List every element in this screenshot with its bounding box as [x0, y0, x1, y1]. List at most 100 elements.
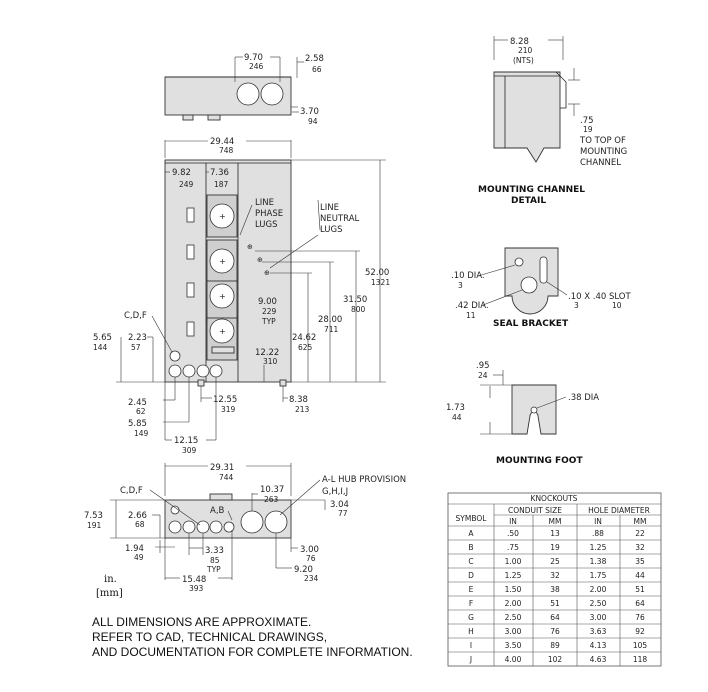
seal-slot: .10 X .40 SLOT: [568, 292, 631, 302]
mounting-foot: .95 24 1.73 44 .38 DIA MOUNTING FOOT: [446, 361, 599, 466]
foot-095-mm: 24: [478, 371, 488, 380]
ko-cell-4-2: 38: [550, 585, 560, 594]
channel-body: [493, 71, 561, 163]
dim-300-mm: 76: [306, 554, 316, 563]
ko-cell-3-1: 1.25: [505, 571, 522, 580]
ko-cell-8-1: 3.50: [505, 641, 522, 650]
dim-3150: 31.50: [343, 295, 367, 305]
dim-900: 9.00: [258, 297, 277, 307]
dim-245-mm: 62: [136, 407, 146, 416]
ko-title: KNOCKOUTS: [531, 494, 578, 503]
dim-1037: 10.37: [260, 485, 284, 495]
ko-cell-1-0: B: [468, 543, 473, 552]
line-phase-label-2: PHASE: [255, 209, 283, 219]
dim-2462: 24.62: [292, 333, 316, 343]
ko-cell-3-2: 32: [550, 571, 560, 580]
svg-text:⊕: ⊕: [257, 256, 263, 264]
dim-194-mm: 49: [134, 553, 144, 562]
dim-front-width-mm: 748: [219, 146, 234, 155]
dim-736: 7.36: [210, 168, 229, 178]
foot-173: 1.73: [446, 403, 465, 413]
seal-dia42: .42 DIA.: [455, 301, 489, 311]
ko-cell-7-4: 92: [635, 627, 645, 636]
ko-cell-1-1: .75: [507, 543, 519, 552]
dim-565: 5.65: [93, 333, 112, 343]
front-view: 29.44 748 + + + + ⊕ ⊕: [93, 137, 390, 455]
meter-socket-3: [209, 283, 235, 309]
line-phase-label-1: LINE: [255, 198, 274, 208]
ko-cell-9-1: 4.00: [505, 655, 522, 664]
ko-cell-1-3: 1.25: [590, 543, 607, 552]
ko-cell-9-3: 4.63: [590, 655, 607, 664]
dim-2462-mm: 625: [298, 343, 313, 352]
ko-cell-9-2: 102: [548, 655, 563, 664]
ko-hole-head: HOLE DIAMETER: [588, 506, 650, 515]
dim-333-typ: TYP: [206, 565, 221, 574]
dim-982: 9.82: [172, 168, 191, 178]
channel-note-1: TO TOP OF: [579, 136, 626, 146]
ko-cell-6-4: 76: [635, 613, 645, 622]
ko-cell-5-0: F: [469, 599, 473, 608]
dim-585: 5.85: [128, 419, 147, 429]
ko-cell-1-4: 32: [635, 543, 645, 552]
dim-1255: 12.55: [213, 395, 237, 405]
dim-900-typ: TYP: [261, 317, 276, 326]
ko-mm-head-1: MM: [549, 517, 562, 526]
note-line-2: REFER TO CAD, TECHNICAL DRAWINGS,: [92, 630, 327, 644]
units-mm: [mm]: [96, 588, 123, 599]
ko-cell-4-0: E: [469, 585, 474, 594]
channel-width: 8.28: [510, 37, 529, 47]
ko-cell-6-1: 2.50: [505, 613, 522, 622]
ko-cell-9-4: 118: [633, 655, 648, 664]
svg-text:⊕: ⊕: [264, 269, 270, 277]
ko-mm-head-2: MM: [634, 517, 647, 526]
dim-bottom-width: 29.31: [210, 463, 234, 473]
channel-075: .75: [580, 116, 594, 126]
dim-top-258: 2.58: [305, 54, 324, 64]
ko-cell-6-2: 64: [550, 613, 560, 622]
dim-920: 9.20: [294, 565, 313, 575]
dim-5200: 52.00: [365, 268, 389, 278]
foot-title: MOUNTING FOOT: [496, 456, 583, 466]
ko-cell-8-4: 105: [633, 641, 648, 650]
dim-top-370-mm: 94: [308, 117, 318, 126]
dim-245: 2.45: [128, 398, 147, 408]
seal-bracket: .10 DIA. 3 .42 DIA. 11 .10 X .40 SLOT 3 …: [451, 247, 631, 329]
seal-dia10-mm: 3: [458, 281, 463, 290]
dim-753: 7.53: [84, 511, 103, 521]
ko-in-head-1: IN: [509, 517, 517, 526]
svg-text:+: +: [219, 257, 226, 266]
svg-text:+: +: [219, 327, 226, 336]
channel-width-nts: (NTS): [513, 56, 534, 65]
hub-label-2: G,H,I,J: [322, 487, 348, 497]
ko-cell-3-3: 1.75: [590, 571, 607, 580]
dim-194: 1.94: [125, 544, 144, 554]
foot-095: .95: [476, 361, 490, 371]
dim-5200-mm: 1321: [371, 278, 390, 287]
ko-cell-9-0: J: [469, 655, 472, 664]
ko-cell-0-4: 22: [635, 529, 645, 538]
ko-cell-2-4: 35: [635, 557, 645, 566]
dim-982-mm: 249: [179, 180, 194, 189]
meter-socket-2: [209, 248, 235, 274]
foot-173-mm: 44: [452, 413, 462, 422]
dim-2800: 28.00: [318, 315, 342, 325]
top-view: 9.70 246 2.58 66 3.70 94: [164, 53, 324, 126]
dim-266-mm: 68: [135, 520, 145, 529]
dim-333: 3.33: [205, 546, 224, 556]
ko-cell-8-0: I: [470, 641, 472, 650]
ko-cell-6-3: 3.00: [590, 613, 607, 622]
hub-label-1: A-L HUB PROVISION: [322, 475, 406, 485]
knockouts-table: KNOCKOUTS SYMBOL CONDUIT SIZE HOLE DIAME…: [447, 492, 662, 667]
units-in: in.: [104, 574, 117, 585]
ko-cell-2-2: 25: [550, 557, 560, 566]
dim-1215: 12.15: [174, 436, 198, 446]
front-cdf-label: C,D,F: [124, 311, 147, 321]
ko-cell-0-0: A: [468, 529, 474, 538]
dim-753-mm: 191: [87, 521, 102, 530]
ko-cell-7-2: 76: [550, 627, 560, 636]
dim-266: 2.66: [128, 511, 147, 521]
line-neutral-label-1: LINE: [320, 203, 339, 213]
dim-223: 2.23: [128, 333, 147, 343]
